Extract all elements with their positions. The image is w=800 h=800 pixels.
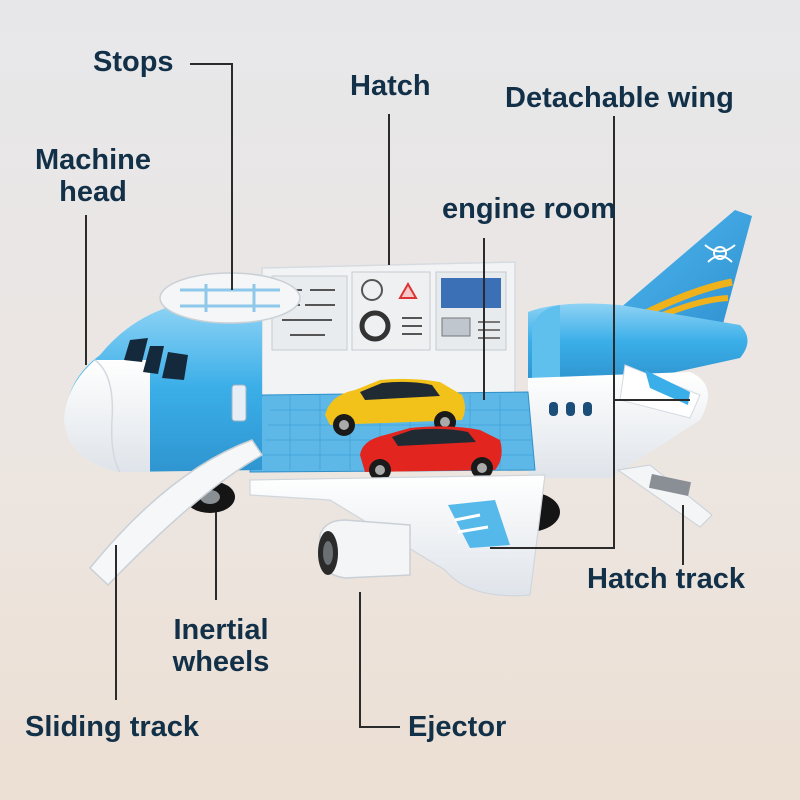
cockpit-windows (124, 338, 188, 380)
machine-head-label-line1: Machine (34, 144, 152, 176)
ejector-engine (318, 519, 411, 579)
machine-head-label: Machine head (27, 144, 159, 208)
inertial-wheels-label-line1: Inertial (173, 614, 269, 646)
engine-room-label: engine room (442, 193, 617, 225)
sliding-track (88, 439, 264, 587)
sliding-track-label: Sliding track (25, 711, 200, 743)
horizontal-stabilizer (619, 364, 701, 419)
inertial-wheels-label-line2: wheels (172, 646, 270, 678)
ejector-label: Ejector (408, 711, 507, 743)
tail-emblem-icon (704, 244, 736, 263)
red-toy-car (360, 426, 502, 481)
leader-line-detachable-wing (490, 116, 615, 549)
stops-disc (159, 272, 301, 324)
machine-head (64, 305, 262, 473)
yellow-toy-car (325, 378, 465, 436)
hatch-label: Hatch (350, 70, 431, 102)
hatch-track (616, 464, 713, 528)
cargo-back-wall (261, 261, 516, 399)
leader-line-stops (190, 63, 233, 290)
leader-lines (85, 63, 690, 728)
leader-line-ejector (359, 592, 400, 728)
detachable-wing-label: Detachable wing (505, 82, 734, 114)
inertial-wheels-label: Inertial wheels (160, 614, 282, 678)
hatch-track-label: Hatch track (587, 563, 745, 595)
machine-head-label-line2: head (59, 176, 127, 208)
stops-label: Stops (93, 46, 174, 78)
